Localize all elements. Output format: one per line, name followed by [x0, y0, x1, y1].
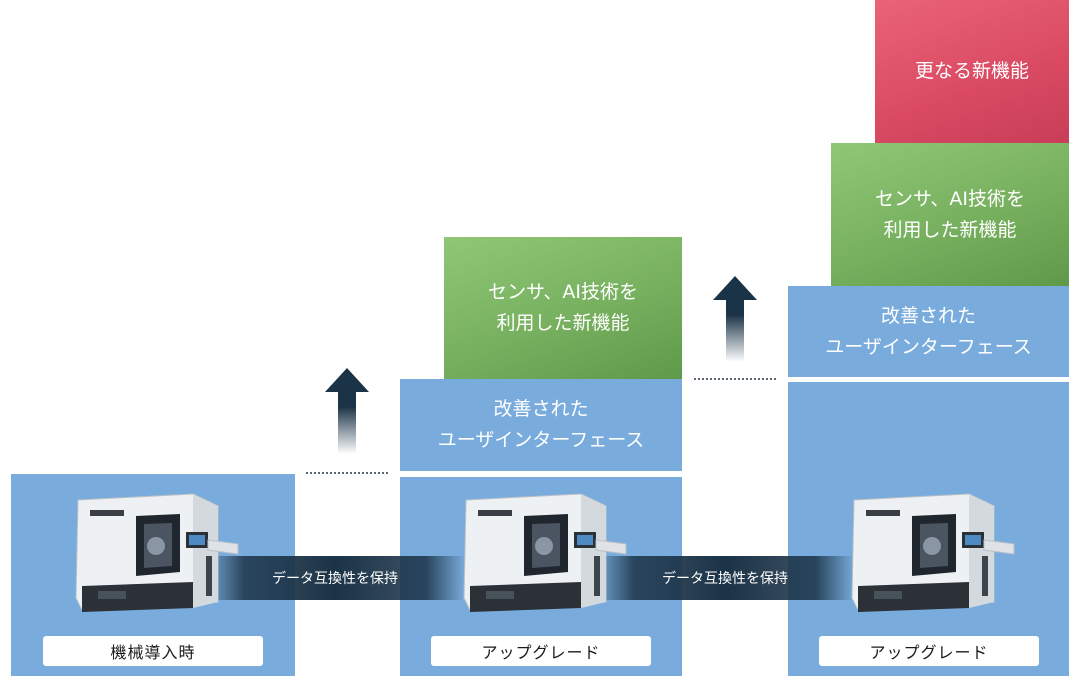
cnc-lathe-icon	[75, 493, 239, 612]
stage-3-future-block: 更なる新機能	[875, 0, 1069, 143]
step-dotted-line-1	[306, 472, 388, 474]
up-arrow-icon	[325, 368, 369, 454]
stage-2-ui-block: 改善された ユーザインターフェース	[400, 379, 682, 471]
data-compatibility-connector-1: データ互換性を保持	[205, 556, 465, 600]
stage-3-ai-line1: センサ、AI技術を	[875, 187, 1025, 210]
stage-3-ui-block: 改善された ユーザインターフェース	[788, 286, 1069, 377]
stage-3-future-label: 更なる新機能	[914, 60, 1029, 82]
connector-1-label: データ互換性を保持	[272, 571, 398, 587]
stage-2-ui-line1: 改善された	[493, 398, 589, 420]
stage-2-ai-line1: センサ、AI技術を	[488, 281, 638, 303]
stage-3-ai-block: センサ、AI技術を 利用した新機能	[831, 143, 1069, 286]
step-dotted-line-2	[694, 378, 776, 380]
stage-3-ui-line2: ユーザインターフェース	[825, 335, 1032, 358]
stage-2-ai-line2: 利用した新機能	[496, 312, 630, 334]
stage-3-label: アップグレード	[819, 636, 1039, 666]
cnc-lathe-icon	[851, 493, 1015, 612]
up-arrow-icon	[713, 276, 757, 362]
connector-2-label: データ互換性を保持	[662, 571, 788, 587]
stage-1-label: 機械導入時	[43, 636, 263, 666]
stage-2-ai-block: センサ、AI技術を 利用した新機能	[444, 237, 682, 379]
stage-2-ui-line2: ユーザインターフェース	[437, 429, 645, 451]
stage-3-ui-line1: 改善された	[880, 304, 976, 327]
stage-2-label: アップグレード	[431, 636, 651, 666]
stage-3-ai-line2: 利用した新機能	[883, 218, 1017, 241]
cnc-lathe-icon	[463, 493, 627, 612]
data-compatibility-connector-2: データ互換性を保持	[595, 556, 855, 600]
